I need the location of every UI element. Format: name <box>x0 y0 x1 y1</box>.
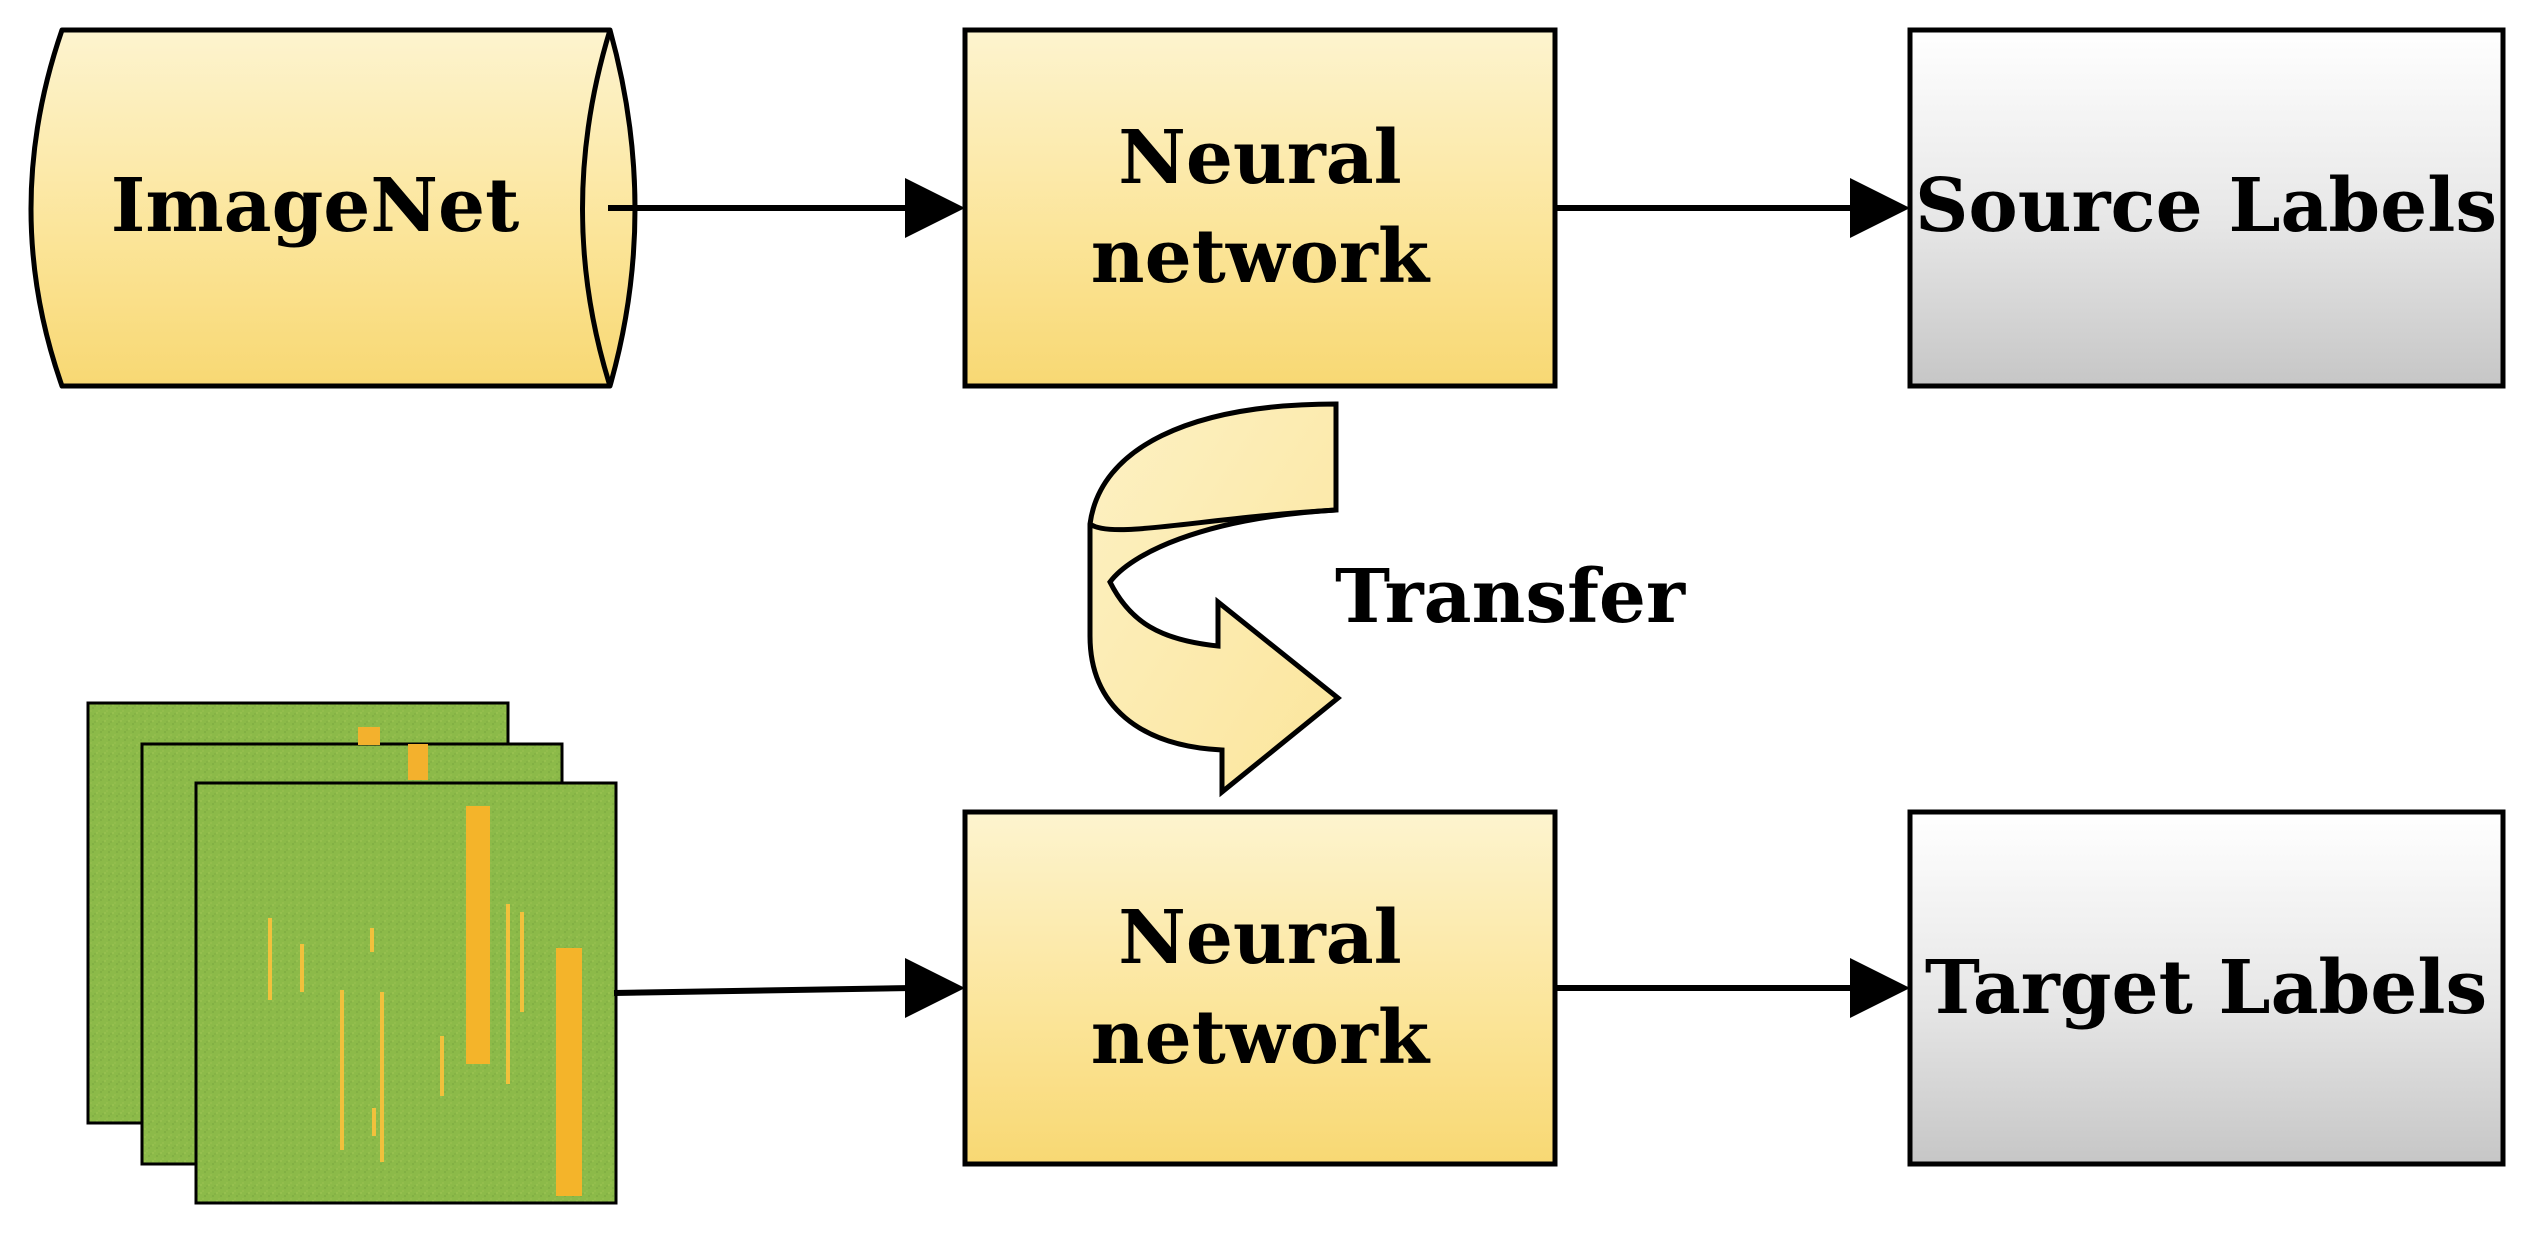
target-image-stack <box>86 701 618 1205</box>
source-network-label-line1: Neural <box>1118 115 1402 201</box>
arrow-network-to-target-labels <box>1555 958 1910 1018</box>
transfer-arrow: Transfer <box>1087 401 1686 798</box>
target-labels-label: Target Labels <box>1925 945 2487 1031</box>
source-labels-label: Source Labels <box>1915 163 2497 249</box>
target-neural-network-box: Neural network <box>962 809 1558 1167</box>
source-network-label-line2: network <box>1091 214 1431 300</box>
transfer-arrow-fold <box>1088 507 1337 533</box>
arrow-network-to-source-labels <box>1555 178 1910 238</box>
imagenet-database: ImageNet <box>28 27 638 389</box>
arrow-imagenet-to-network <box>608 178 965 238</box>
target-labels-box: Target Labels <box>1907 809 2506 1167</box>
target-network-label-line2: network <box>1091 995 1431 1081</box>
transfer-label: Transfer <box>1335 554 1686 640</box>
image-tile-front <box>194 781 618 1205</box>
source-labels-box: Source Labels <box>1907 27 2506 389</box>
transfer-arrow-body <box>1087 401 1342 798</box>
imagenet-label: ImageNet <box>111 163 520 249</box>
source-neural-network-box: Neural network <box>962 27 1558 389</box>
database-front-ellipse <box>580 29 613 387</box>
target-network-label-line1: Neural <box>1118 895 1402 981</box>
arrow-images-to-network <box>613 958 965 1018</box>
